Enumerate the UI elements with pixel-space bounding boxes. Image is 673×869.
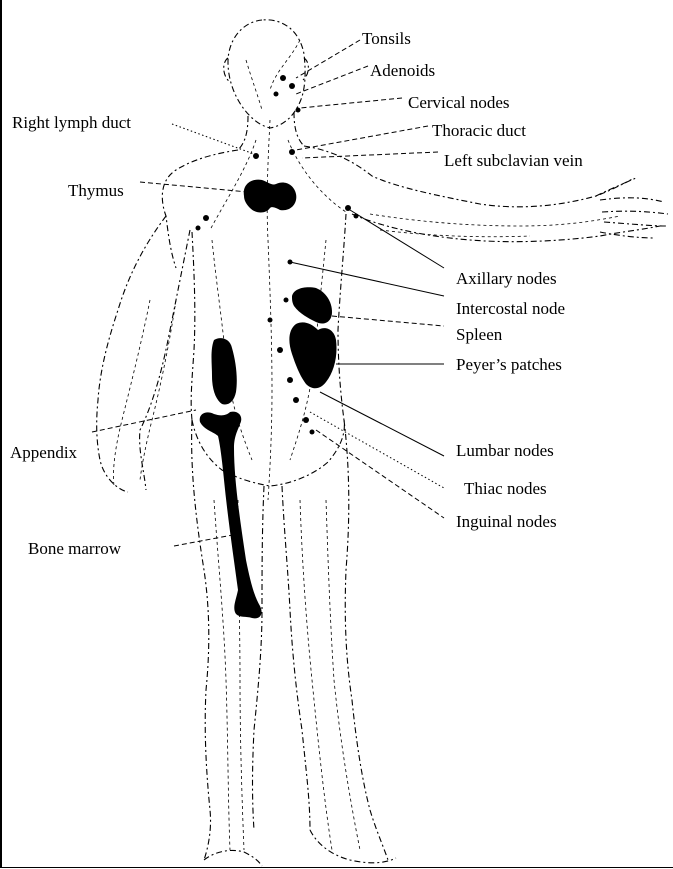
label-left-subclavian-vein: Left subclavian vein	[444, 151, 583, 170]
leader-lines	[92, 40, 444, 546]
label-cervical-nodes: Cervical nodes	[408, 93, 510, 112]
label-intercostal-node: Intercostal node	[456, 299, 565, 318]
bone-marrow-femur	[200, 412, 262, 619]
thymus-organ	[244, 180, 297, 213]
label-lumbar-nodes: Lumbar nodes	[456, 441, 554, 460]
label-axillary-nodes: Axillary nodes	[456, 269, 557, 288]
label-thoracic-duct: Thoracic duct	[432, 121, 526, 140]
label-right-lymph-duct: Right lymph duct	[12, 113, 131, 132]
label-peyers-patches: Peyer’s patches	[456, 355, 562, 374]
body-outline	[97, 20, 668, 866]
label-thymus: Thymus	[68, 181, 124, 200]
label-bone-marrow: Bone marrow	[28, 539, 122, 558]
label-thiac-nodes: Thiac nodes	[464, 479, 547, 498]
label-adenoids: Adenoids	[370, 61, 435, 80]
label-inguinal-nodes: Inguinal nodes	[456, 512, 557, 531]
label-spleen: Spleen	[456, 325, 503, 344]
peyers-patches-organ	[289, 322, 336, 388]
label-tonsils: Tonsils	[362, 29, 411, 48]
label-appendix: Appendix	[10, 443, 78, 462]
spleen-organ	[292, 287, 332, 323]
appendix-organ	[212, 338, 237, 404]
